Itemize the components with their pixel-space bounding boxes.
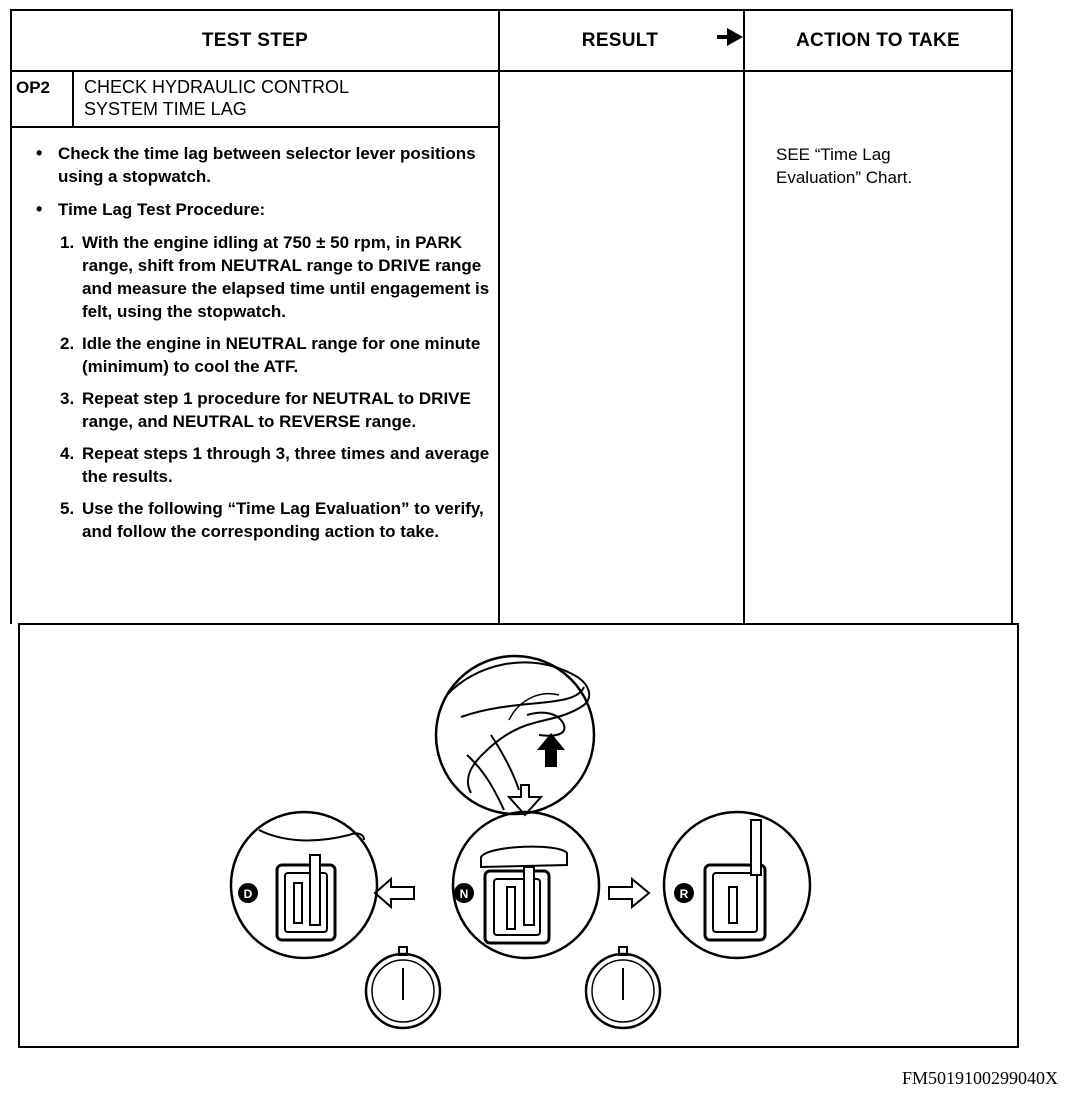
figure-border-top [18,623,1019,625]
bullet-check-time-lag: Check the time lag between selector leve… [32,142,492,188]
table-border-right [1011,9,1013,624]
hand-on-lever-illustration [434,654,596,816]
diagram-label-right: R [680,887,689,901]
header-arrow-icon [717,28,743,46]
procedure-step-2: 2. Idle the engine in NEUTRAL range for o… [60,332,492,378]
right-arrow-icon [608,876,651,910]
col-divider-1 [498,9,500,624]
procedure-step-2-num: 2. [60,334,75,353]
procedure-step-3-num: 3. [60,389,75,408]
procedure-step-4: 4. Repeat steps 1 through 3, three times … [60,442,492,488]
figure-border-left [18,623,20,1048]
step-code-divider [72,71,74,127]
procedure-step-1-text: With the engine idling at 750 ± 50 rpm, … [82,233,490,321]
action-text: SEE “Time Lag Evaluation” Chart. [776,145,913,187]
procedure-step-4-text: Repeat steps 1 through 3, three times an… [82,444,490,486]
figure-id: FM5019100299040X [901,1068,1058,1088]
header-result: RESULT [581,29,659,51]
procedure-step-4-num: 4. [60,444,75,463]
header-action: ACTION TO TAKE [796,29,960,51]
left-arrow-icon [373,876,415,910]
diagram-label-left: D [244,887,253,901]
up-arrow-icon [537,733,565,767]
bullet-procedure-heading: Time Lag Test Procedure: [32,198,492,221]
selector-neutral-illustration: N [451,810,601,960]
figure-border-right [1017,623,1019,1048]
stopwatch-right-icon [584,946,662,1030]
table-border-top [10,9,1012,11]
step-title-line1: CHECK HYDRAULIC CONTROL [84,77,350,97]
selector-reverse-illustration: R [662,810,812,960]
procedure-step-5: 5. Use the following “Time Lag Evaluation… [60,497,492,543]
procedure-step-5-num: 5. [60,499,75,518]
procedure-step-1: 1. With the engine idling at 750 ± 50 rpm… [60,231,492,323]
procedure-step-3: 3. Repeat step 1 procedure for NEUTRAL to… [60,387,492,433]
selector-drive-illustration: D [229,810,379,960]
header-test-step: TEST STEP [201,29,309,51]
time-lag-diagram: D N R [229,654,812,1030]
procedure-step-1-num: 1. [60,233,75,252]
header-divider [10,70,1012,72]
procedure-step-3-text: Repeat step 1 procedure for NEUTRAL to D… [82,389,471,431]
procedure-step-2-text: Idle the engine in NEUTRAL range for one… [82,334,481,376]
figure-border-bottom [18,1046,1019,1048]
stopwatch-left-icon [364,946,442,1030]
test-step-body: Check the time lag between selector leve… [32,142,492,552]
diagram-label-center: N [460,887,469,901]
step-title: CHECK HYDRAULIC CONTROL SYSTEM TIME LAG [84,76,349,120]
step-title-line2: SYSTEM TIME LAG [84,99,247,119]
table-border-left [10,9,12,624]
procedure-step-5-text: Use the following “Time Lag Evaluation” … [82,499,484,541]
step-title-divider [10,126,499,128]
step-code: OP2 [16,78,51,97]
col-divider-2 [743,9,745,624]
